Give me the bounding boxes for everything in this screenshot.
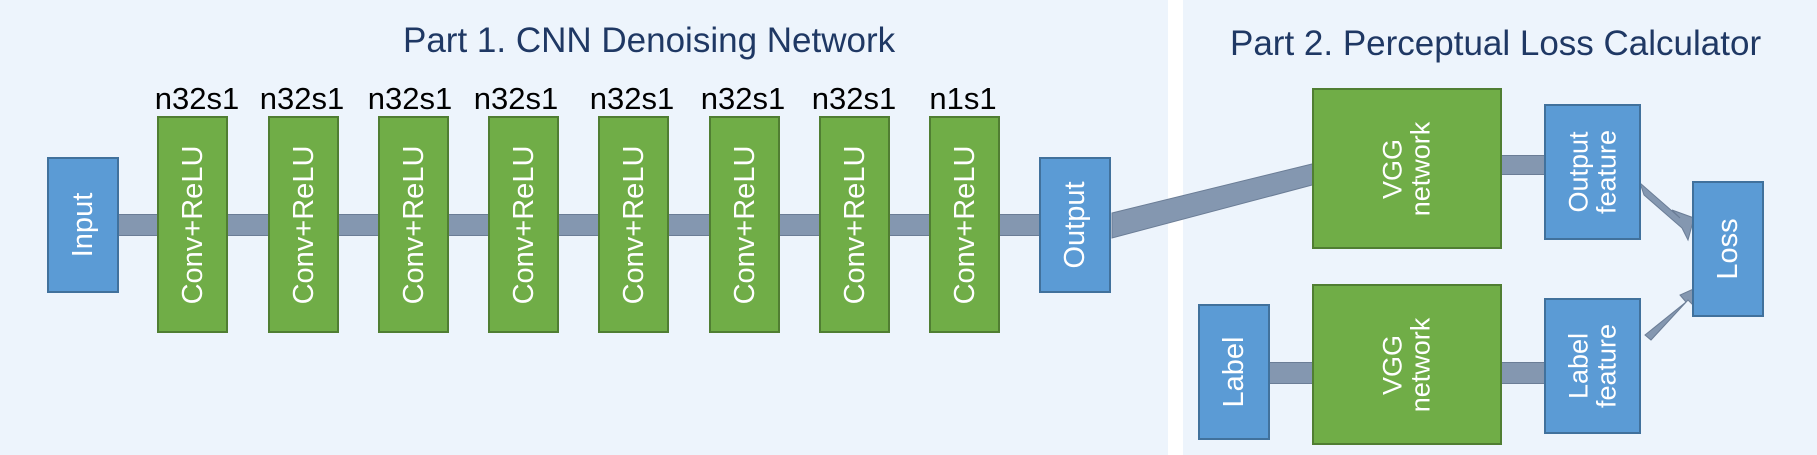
- vgg-bottom-to-feature-connector: [1500, 362, 1548, 384]
- conv-layer-6-label: Conv+ReLU: [728, 145, 761, 304]
- conv-layer-1-label: Conv+ReLU: [176, 145, 209, 304]
- conv-layer-2-label: Conv+ReLU: [287, 145, 320, 304]
- output-label: Output: [1058, 181, 1091, 269]
- layer-8-params: n1s1: [929, 81, 997, 116]
- output-to-vgg-connector: [1111, 162, 1317, 239]
- output-box: Output: [1039, 157, 1111, 293]
- label-input-label: Label: [1217, 336, 1250, 408]
- conv-layer-1: Conv+ReLU: [157, 116, 228, 333]
- conv-layer-8: Conv+ReLU: [929, 116, 1000, 333]
- conv-layer-6: Conv+ReLU: [709, 116, 780, 333]
- conv-layer-5-label: Conv+ReLU: [617, 145, 650, 304]
- part1-title: Part 1. CNN Denoising Network: [403, 21, 896, 60]
- conv-layer-7: Conv+ReLU: [819, 116, 890, 333]
- layer-3-params: n32s1: [367, 81, 453, 116]
- input-label: Input: [66, 192, 99, 258]
- conv-layer-5: Conv+ReLU: [598, 116, 669, 333]
- conv-layer-2: Conv+ReLU: [268, 116, 339, 333]
- layer-2-params: n32s1: [259, 81, 345, 116]
- part2-title: Part 2. Perceptual Loss Calculator: [1230, 24, 1762, 63]
- conv-layer-8-label: Conv+ReLU: [948, 145, 981, 304]
- layer-5-params: n32s1: [589, 81, 675, 116]
- layer-1-params: n32s1: [154, 81, 240, 116]
- loss-label: Loss: [1711, 218, 1744, 280]
- conv-layer-3-label: Conv+ReLU: [397, 145, 430, 304]
- layer-7-params: n32s1: [811, 81, 897, 116]
- layer-4-params: n32s1: [473, 81, 559, 116]
- output-feature-to-loss-arrow: [1638, 181, 1695, 242]
- label-to-vgg-connector: [1268, 362, 1316, 384]
- conv-layer-4: Conv+ReLU: [488, 116, 559, 333]
- conv-layer-4-label: Conv+ReLU: [507, 145, 540, 304]
- layer-6-params: n32s1: [700, 81, 786, 116]
- vgg-top-to-feature-connector: [1500, 155, 1548, 175]
- label-input-box: Label: [1198, 304, 1270, 440]
- loss-box: Loss: [1692, 181, 1764, 317]
- conv-layer-7-label: Conv+ReLU: [838, 145, 871, 304]
- conv-layer-3: Conv+ReLU: [378, 116, 449, 333]
- input-box: Input: [47, 157, 119, 293]
